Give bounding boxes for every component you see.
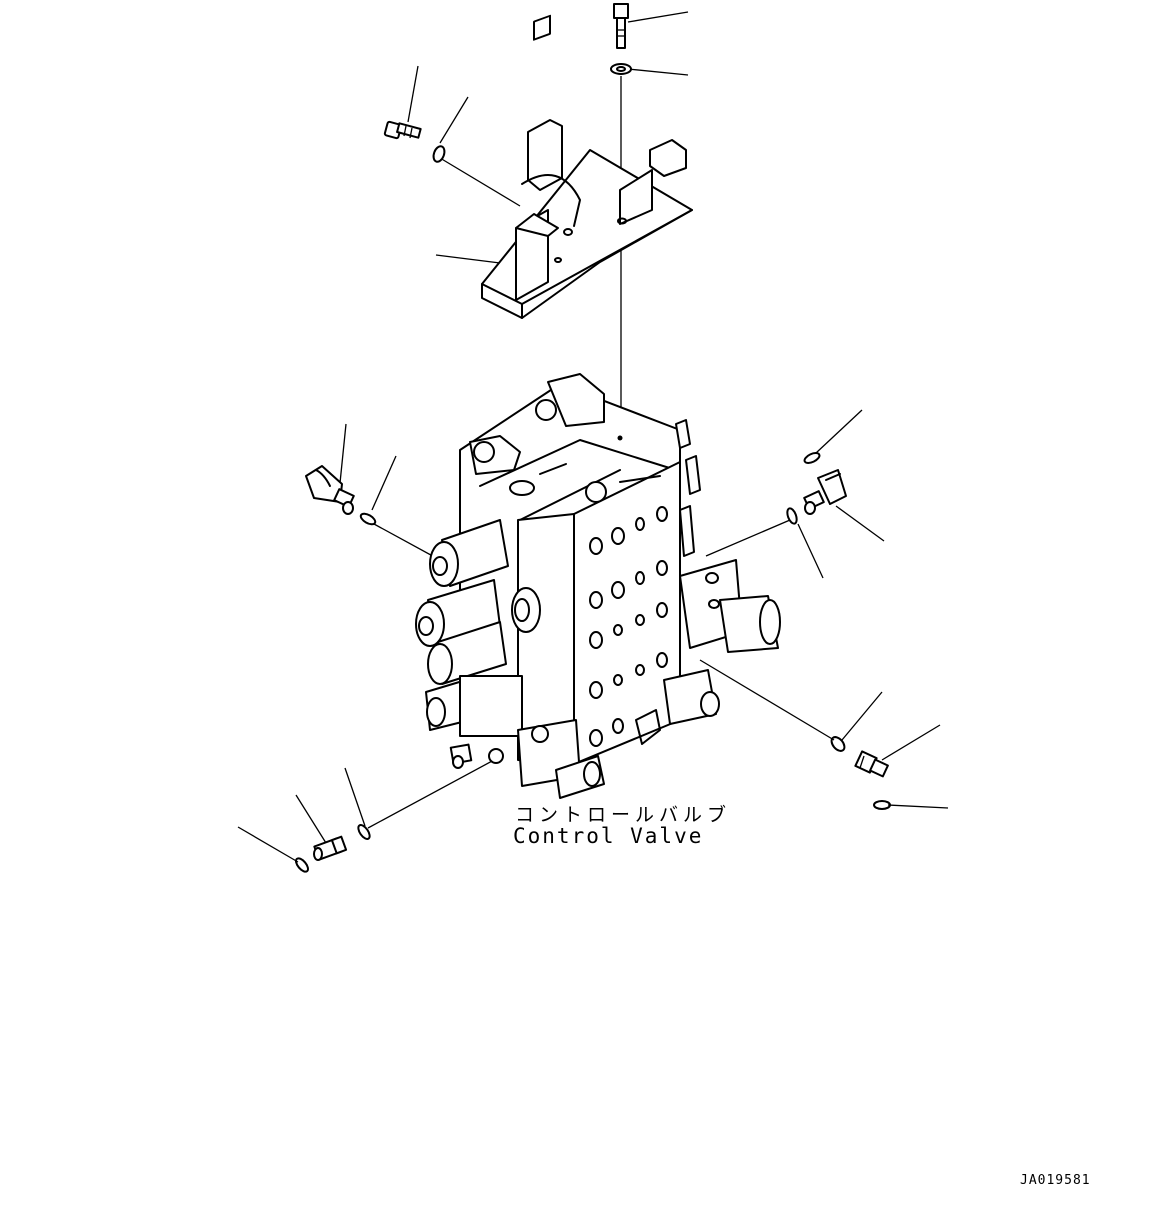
right-bottom-o-ring — [873, 800, 891, 810]
leader-line — [295, 794, 327, 844]
spool-caps-right — [555, 419, 781, 799]
spool-caps-left — [415, 519, 581, 787]
mounting-bracket — [481, 14, 693, 319]
drawing-number: JA019581 — [1020, 1173, 1091, 1188]
control-valve-body — [415, 373, 781, 799]
right-elbow-fitting — [854, 750, 889, 778]
valve-ports — [589, 506, 668, 747]
bottom-small-fitting — [449, 743, 473, 769]
side-washer — [432, 145, 446, 163]
leader-line — [797, 523, 824, 579]
bottom-center-o-ring — [357, 824, 371, 840]
bottom-left-o-ring — [295, 857, 309, 873]
leader-line — [627, 11, 689, 23]
component-label-english: Control Valve — [513, 824, 704, 848]
component-label-japanese: コントロールバルブ — [515, 804, 732, 826]
leader-line — [627, 68, 689, 76]
assembly-line — [705, 519, 791, 557]
side-mounting-bolt — [383, 120, 422, 140]
leader-line — [371, 455, 397, 511]
leader-line — [339, 423, 347, 484]
leader-line — [407, 65, 419, 123]
leader-line — [439, 96, 469, 144]
assembly-line — [439, 157, 521, 207]
leader-lines — [237, 11, 949, 863]
assembly-lines — [367, 76, 835, 829]
leader-line — [815, 409, 863, 454]
assembly-line — [373, 523, 441, 561]
assembly-line — [367, 759, 495, 829]
leader-line — [237, 826, 299, 863]
leader-line — [344, 767, 366, 827]
leader-line — [435, 254, 501, 264]
left-sensor-connector — [305, 465, 355, 515]
right-middle-o-ring — [786, 507, 798, 525]
leader-line — [887, 804, 949, 809]
left-o-ring — [359, 512, 377, 526]
top-mounting-bolt — [613, 3, 629, 49]
assembly-line — [699, 659, 835, 741]
right-upper-o-ring — [803, 452, 821, 464]
right-lower-o-ring — [830, 736, 846, 752]
right-sensor-connector — [803, 469, 847, 515]
leader-line — [835, 505, 885, 542]
leader-line — [881, 724, 941, 761]
bottom-left-plug — [313, 835, 348, 861]
top-washer — [610, 63, 632, 75]
leader-line — [841, 691, 883, 741]
